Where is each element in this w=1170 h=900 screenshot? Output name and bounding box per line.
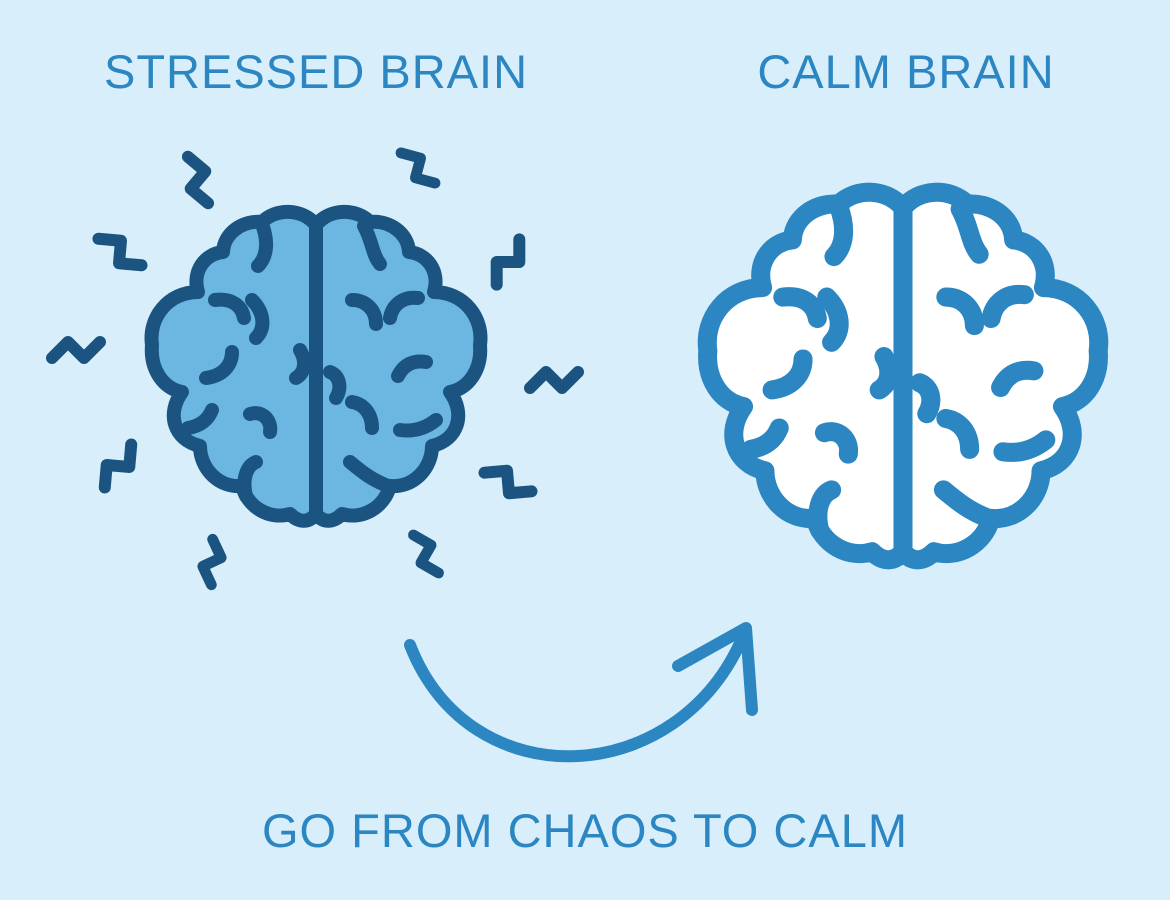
curved-arrow-icon: [404, 622, 758, 763]
stressed-brain-label: STRESSED BRAIN: [103, 45, 529, 98]
lightning-bolt-icon: [52, 342, 100, 358]
caption: GO FROM CHAOS TO CALM: [262, 804, 908, 857]
calm-brain-label: CALM BRAIN: [757, 45, 1055, 98]
lightning-bolt-icon: [530, 372, 578, 388]
